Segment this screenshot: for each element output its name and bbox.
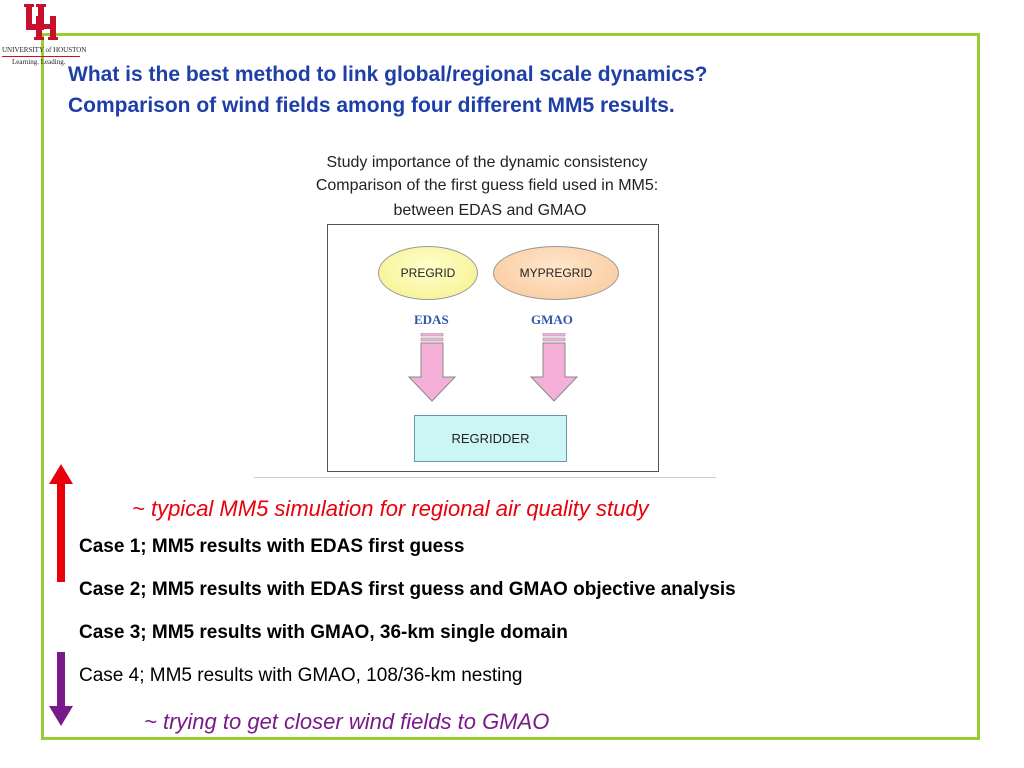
pregrid-node: PREGRID [378,246,478,300]
case-2-text: Case 2; MM5 results with EDAS first gues… [79,579,736,600]
gmao-down-arrow-icon [529,333,579,402]
diagram-divider [254,477,716,478]
note-closer-wind-fields: ~ trying to get closer wind fields to GM… [144,709,550,734]
study-line-1: Study importance of the dynamic consiste… [326,154,648,171]
case-3-text: Case 3; MM5 results with GMAO, 36-km sin… [79,622,568,643]
study-line-2: Comparison of the first guess field used… [315,177,659,194]
logo-tagline: Learning. Leading. [12,58,66,66]
uh-logo-icon [24,4,58,40]
up-arrow-icon [49,464,73,582]
study-line-3: between EDAS and GMAO [393,202,587,219]
down-arrow-icon [49,652,73,726]
case-1-text: Case 1; MM5 results with EDAS first gues… [79,536,465,557]
logo-university-text: UNIVERSITY of HOUSTON [2,46,87,54]
regridder-node: REGRIDDER [414,415,567,462]
gmao-label: GMAO [531,312,573,327]
heading-line-2: Comparison of wind fields among four dif… [68,94,675,117]
university-logo: UNIVERSITY of HOUSTON Learning. Leading. [2,2,86,66]
edas-label: EDAS [414,312,449,327]
mypregrid-node: MYPREGRID [493,246,619,300]
note-typical-simulation: ~ typical MM5 simulation for regional ai… [132,496,649,521]
heading-line-1: What is the best method to link global/r… [68,63,708,86]
case-4-text: Case 4; MM5 results with GMAO, 108/36-km… [79,665,523,686]
edas-down-arrow-icon [407,333,457,402]
logo-rule [2,56,80,57]
slide-frame [41,33,980,740]
